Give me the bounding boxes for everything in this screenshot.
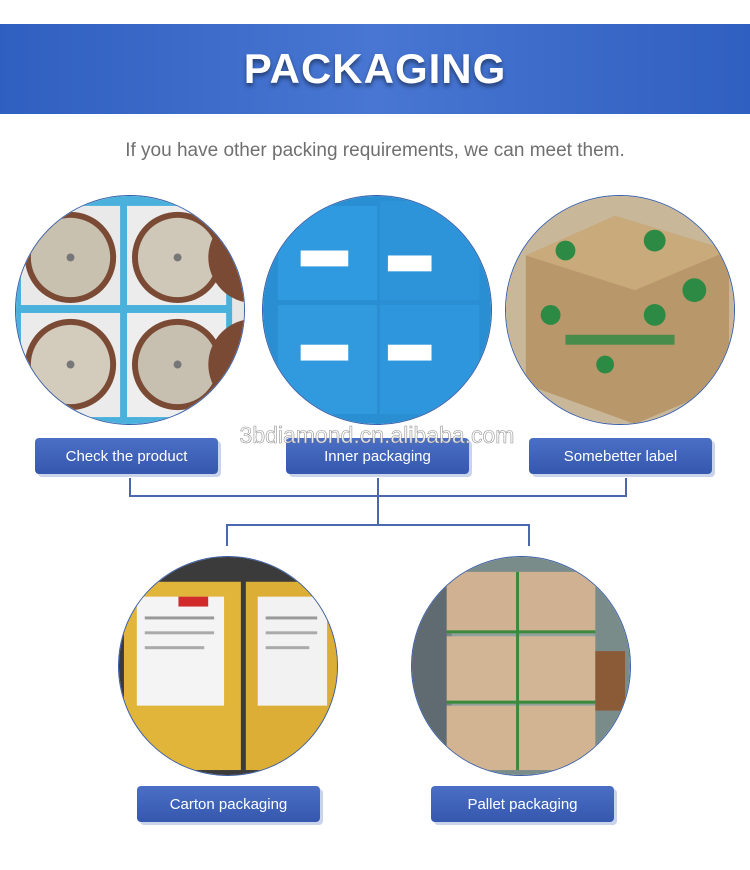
carton-packaging-label: Carton packaging: [137, 786, 320, 822]
label-label: Somebetter label: [529, 438, 712, 474]
pallet-packaging-label: Pallet packaging: [431, 786, 614, 822]
connector-center-stem: [377, 495, 379, 525]
product-photo: [15, 195, 245, 425]
carton-photo: [118, 556, 338, 776]
diamond-wheels-image: [16, 196, 244, 424]
label-photo: [505, 195, 735, 425]
connector-top-right-drop: [625, 478, 627, 496]
check-product-label: Check the product: [35, 438, 218, 474]
labeled-carton-image: [506, 196, 734, 424]
blue-boxes-image: [263, 196, 491, 424]
pallet-photo: [411, 556, 631, 776]
connector-top-mid-drop: [377, 478, 379, 496]
pallet-boxes-image: [412, 557, 630, 775]
inner-packaging-label: Inner packaging: [286, 438, 469, 474]
page-title: PACKAGING: [243, 45, 507, 92]
connector-bottom-left-drop: [226, 524, 228, 546]
connector-bottom-horizontal: [226, 524, 530, 526]
subtitle: If you have other packing requirements, …: [125, 140, 625, 161]
inner-packaging-photo: [262, 195, 492, 425]
yellow-cartons-image: [119, 557, 337, 775]
header-banner: PACKAGING: [0, 24, 750, 114]
connector-bottom-right-drop: [528, 524, 530, 546]
connector-top-left-drop: [129, 478, 131, 496]
